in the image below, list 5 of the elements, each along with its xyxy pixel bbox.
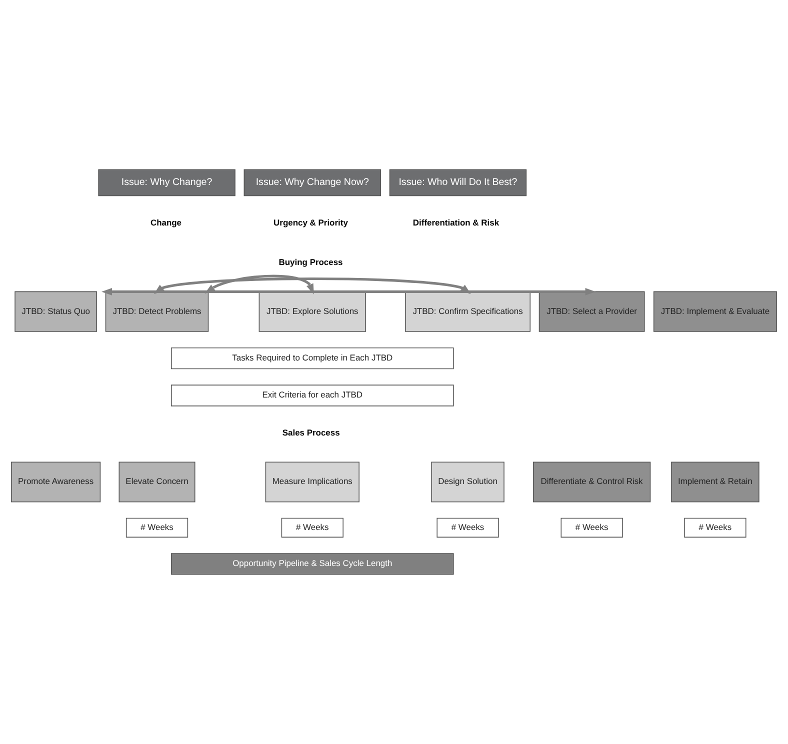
- label: Change: [150, 217, 182, 228]
- label: Differentiation & Risk: [412, 217, 500, 228]
- label: Buying Process: [278, 257, 343, 268]
- label: Sales Process: [282, 428, 340, 438]
- label: Urgency & Priority: [274, 217, 348, 228]
